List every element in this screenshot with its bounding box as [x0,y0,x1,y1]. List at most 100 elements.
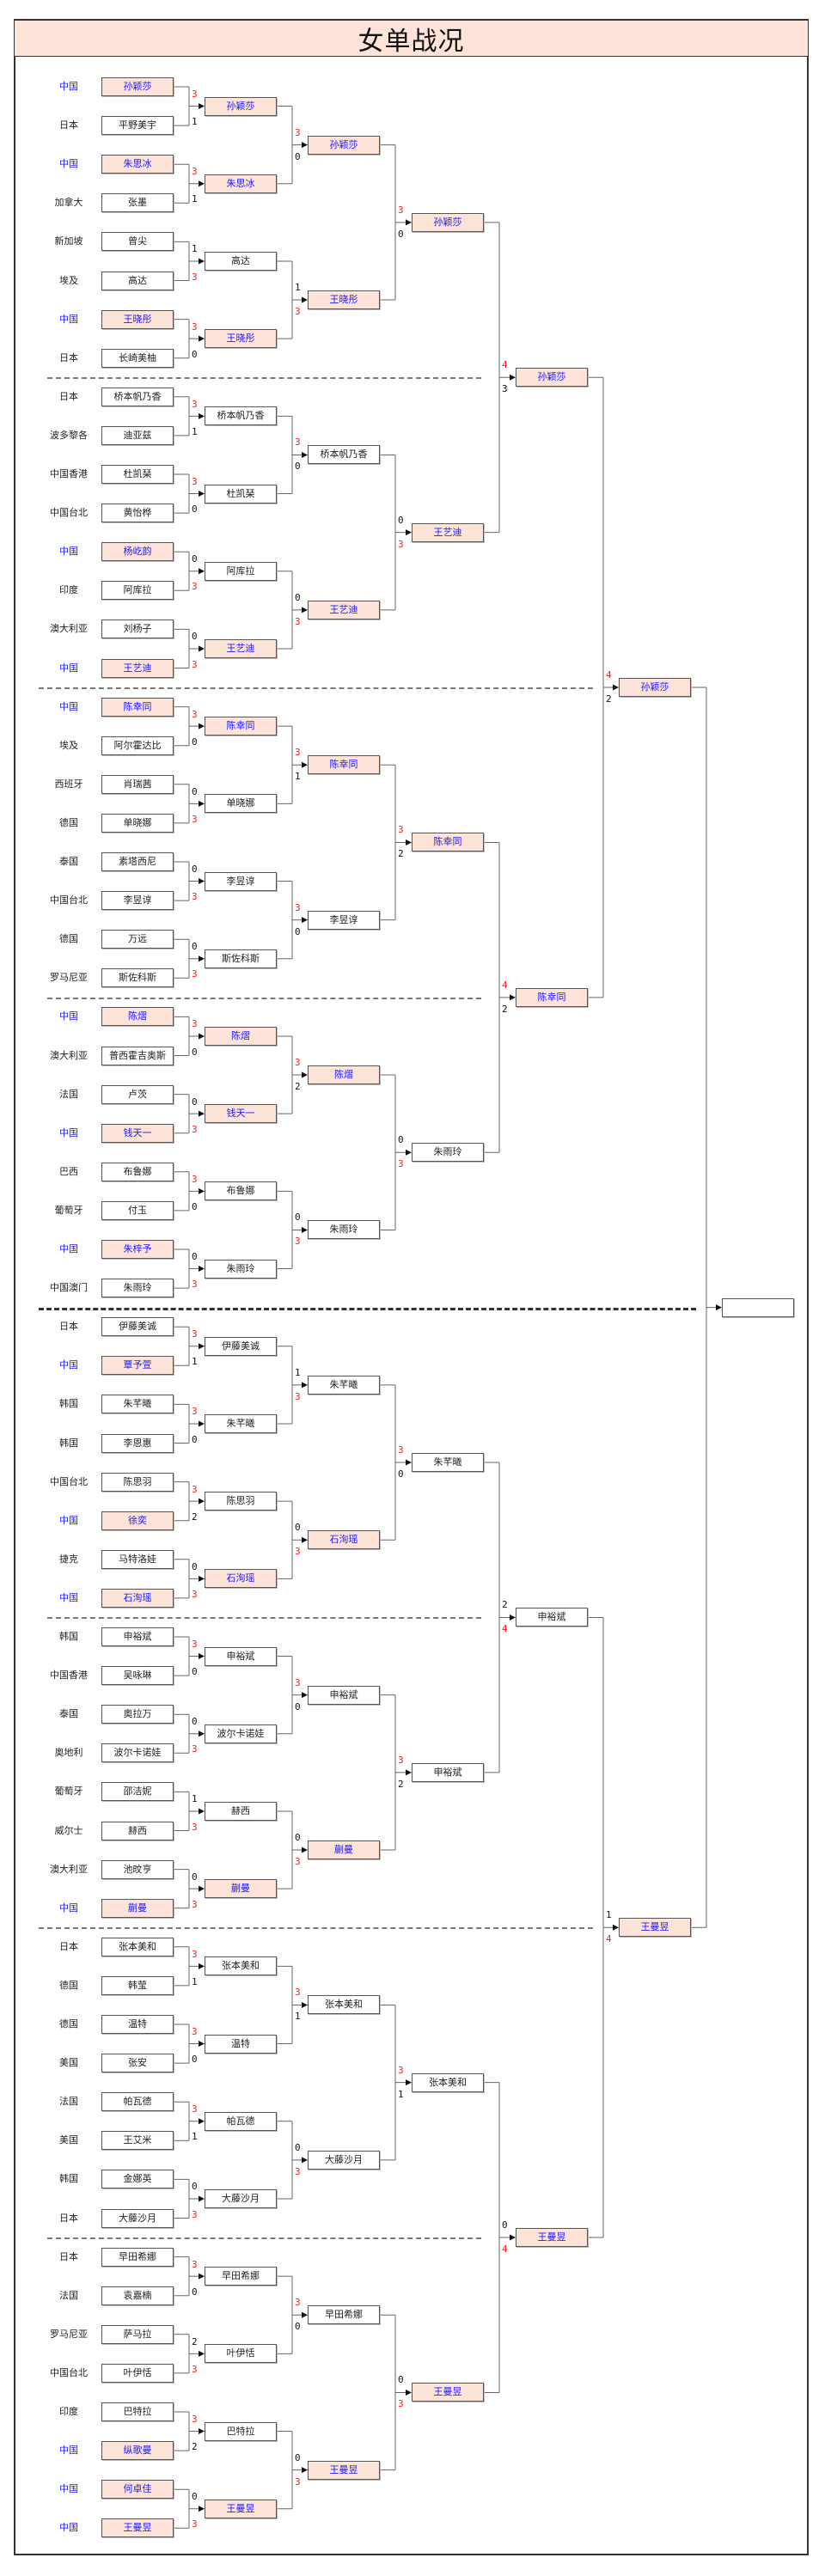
country-label: 中国 [59,81,78,92]
country-label: 美国 [59,2134,78,2146]
player-box: 桥本帆乃香 [101,387,174,406]
arrow-icon [199,1498,205,1505]
arrow-icon [302,451,308,458]
section-divider [39,687,593,690]
match-score: 3 [398,1158,404,1170]
match-score: 0 [295,2141,301,2153]
advancing-player-box: 朱思冰 [205,174,277,193]
country-label: 葡萄牙 [54,1785,83,1798]
match-score: 0 [192,1251,198,1262]
arrow-icon [302,2157,308,2164]
advancing-player-box: 桥本帆乃香 [205,406,277,426]
arrow-icon [613,1924,619,1931]
match-score: 3 [398,1444,404,1456]
arrow-icon [406,2079,412,2086]
arrow-icon [510,1614,516,1621]
match-score: 3 [192,708,198,720]
player-box: 叶伊恬 [101,2363,174,2383]
arrow-icon [302,296,308,303]
arrow-icon [302,1071,308,1078]
arrow-icon [406,529,412,536]
player-box: 杜凯琹 [101,465,174,484]
arrow-icon [199,1575,205,1582]
arrow-icon [199,2041,205,2048]
match-score: 3 [192,1639,198,1650]
country-label: 韩国 [59,1437,78,1449]
match-score: 0 [295,1832,301,1844]
arrow-icon [199,800,205,807]
country-label: 威尔士 [54,1824,83,1836]
advancing-player-box: 陈熠 [205,1026,277,1046]
match-score: 2 [192,1511,198,1523]
arrow-icon [613,684,619,691]
player-box: 大藤沙月 [101,2208,174,2228]
match-score: 3 [295,2475,301,2487]
arrow-icon [199,2195,205,2202]
country-label: 中国 [59,158,78,170]
advancing-player-box: 王曼昱 [619,1918,691,1938]
country-label: 奥地利 [54,1747,83,1759]
country-label: 法国 [59,1088,78,1100]
country-label: 法国 [59,2096,78,2108]
arrow-icon [199,412,205,419]
player-box: 万远 [101,930,174,949]
player-box: 王晓彤 [101,309,174,329]
player-box: 阿库拉 [101,581,174,601]
arrow-icon [199,103,205,110]
match-score: 3 [192,1948,198,1960]
match-score: 0 [502,2219,508,2231]
arrow-icon [199,1885,205,1892]
match-score: 0 [192,348,198,360]
match-score: 3 [192,2518,198,2530]
arrow-icon [406,1769,412,1776]
match-score: 3 [192,271,198,283]
match-score: 2 [502,1003,508,1015]
match-score: 0 [398,1468,404,1480]
player-box: 肖瑞茜 [101,774,174,794]
section-divider [47,1617,481,1620]
match-score: 3 [192,2103,198,2115]
advancing-player-box: 王曼昱 [412,2383,484,2402]
arrow-icon [199,2428,205,2435]
country-label: 印度 [59,584,78,596]
advancing-player-box: 巴特拉 [205,2421,277,2441]
country-label: 泰国 [59,1708,78,1720]
advancing-player-box: 蒯曼 [205,1879,277,1899]
player-box: 邵洁妮 [101,1782,174,1802]
country-label: 中国 [59,1901,78,1914]
advancing-player-box: 朱雨玲 [308,1220,380,1240]
advancing-player-box: 王曼昱 [205,2499,277,2518]
match-score: 3 [192,1483,198,1495]
match-score: 0 [192,736,198,748]
country-label: 德国 [59,933,78,945]
match-score: 3 [398,538,404,550]
country-label: 韩国 [59,2173,78,2185]
country-label: 德国 [59,816,78,828]
match-score: 1 [192,425,198,437]
arrow-icon [302,1692,308,1699]
advancing-player-box: 朱芊曦 [308,1375,380,1395]
country-label: 韩国 [59,1398,78,1410]
match-score: 3 [295,126,301,138]
match-score: 4 [502,979,508,991]
match-score: 0 [192,1433,198,1445]
country-label: 埃及 [59,739,78,751]
match-score: 3 [192,2414,198,2425]
match-score: 1 [192,116,198,128]
match-score: 2 [192,2335,198,2347]
match-score: 2 [295,1081,301,1093]
arrow-icon [302,1847,308,1853]
country-label: 罗马尼亚 [50,972,88,984]
country-label: 中国台北 [50,2366,88,2378]
arrow-icon [199,258,205,265]
arrow-icon [302,1382,308,1389]
country-label: 法国 [59,2289,78,2301]
match-score: 3 [295,1390,301,1402]
advancing-player-box: 波尔卡诺娃 [205,1724,277,1743]
match-score: 0 [295,150,301,162]
player-box: 王曼昱 [101,2518,174,2538]
advancing-player-box: 陈幸同 [308,755,380,775]
advancing-player-box: 孙颖莎 [308,135,380,155]
arrow-icon [199,1731,205,1737]
